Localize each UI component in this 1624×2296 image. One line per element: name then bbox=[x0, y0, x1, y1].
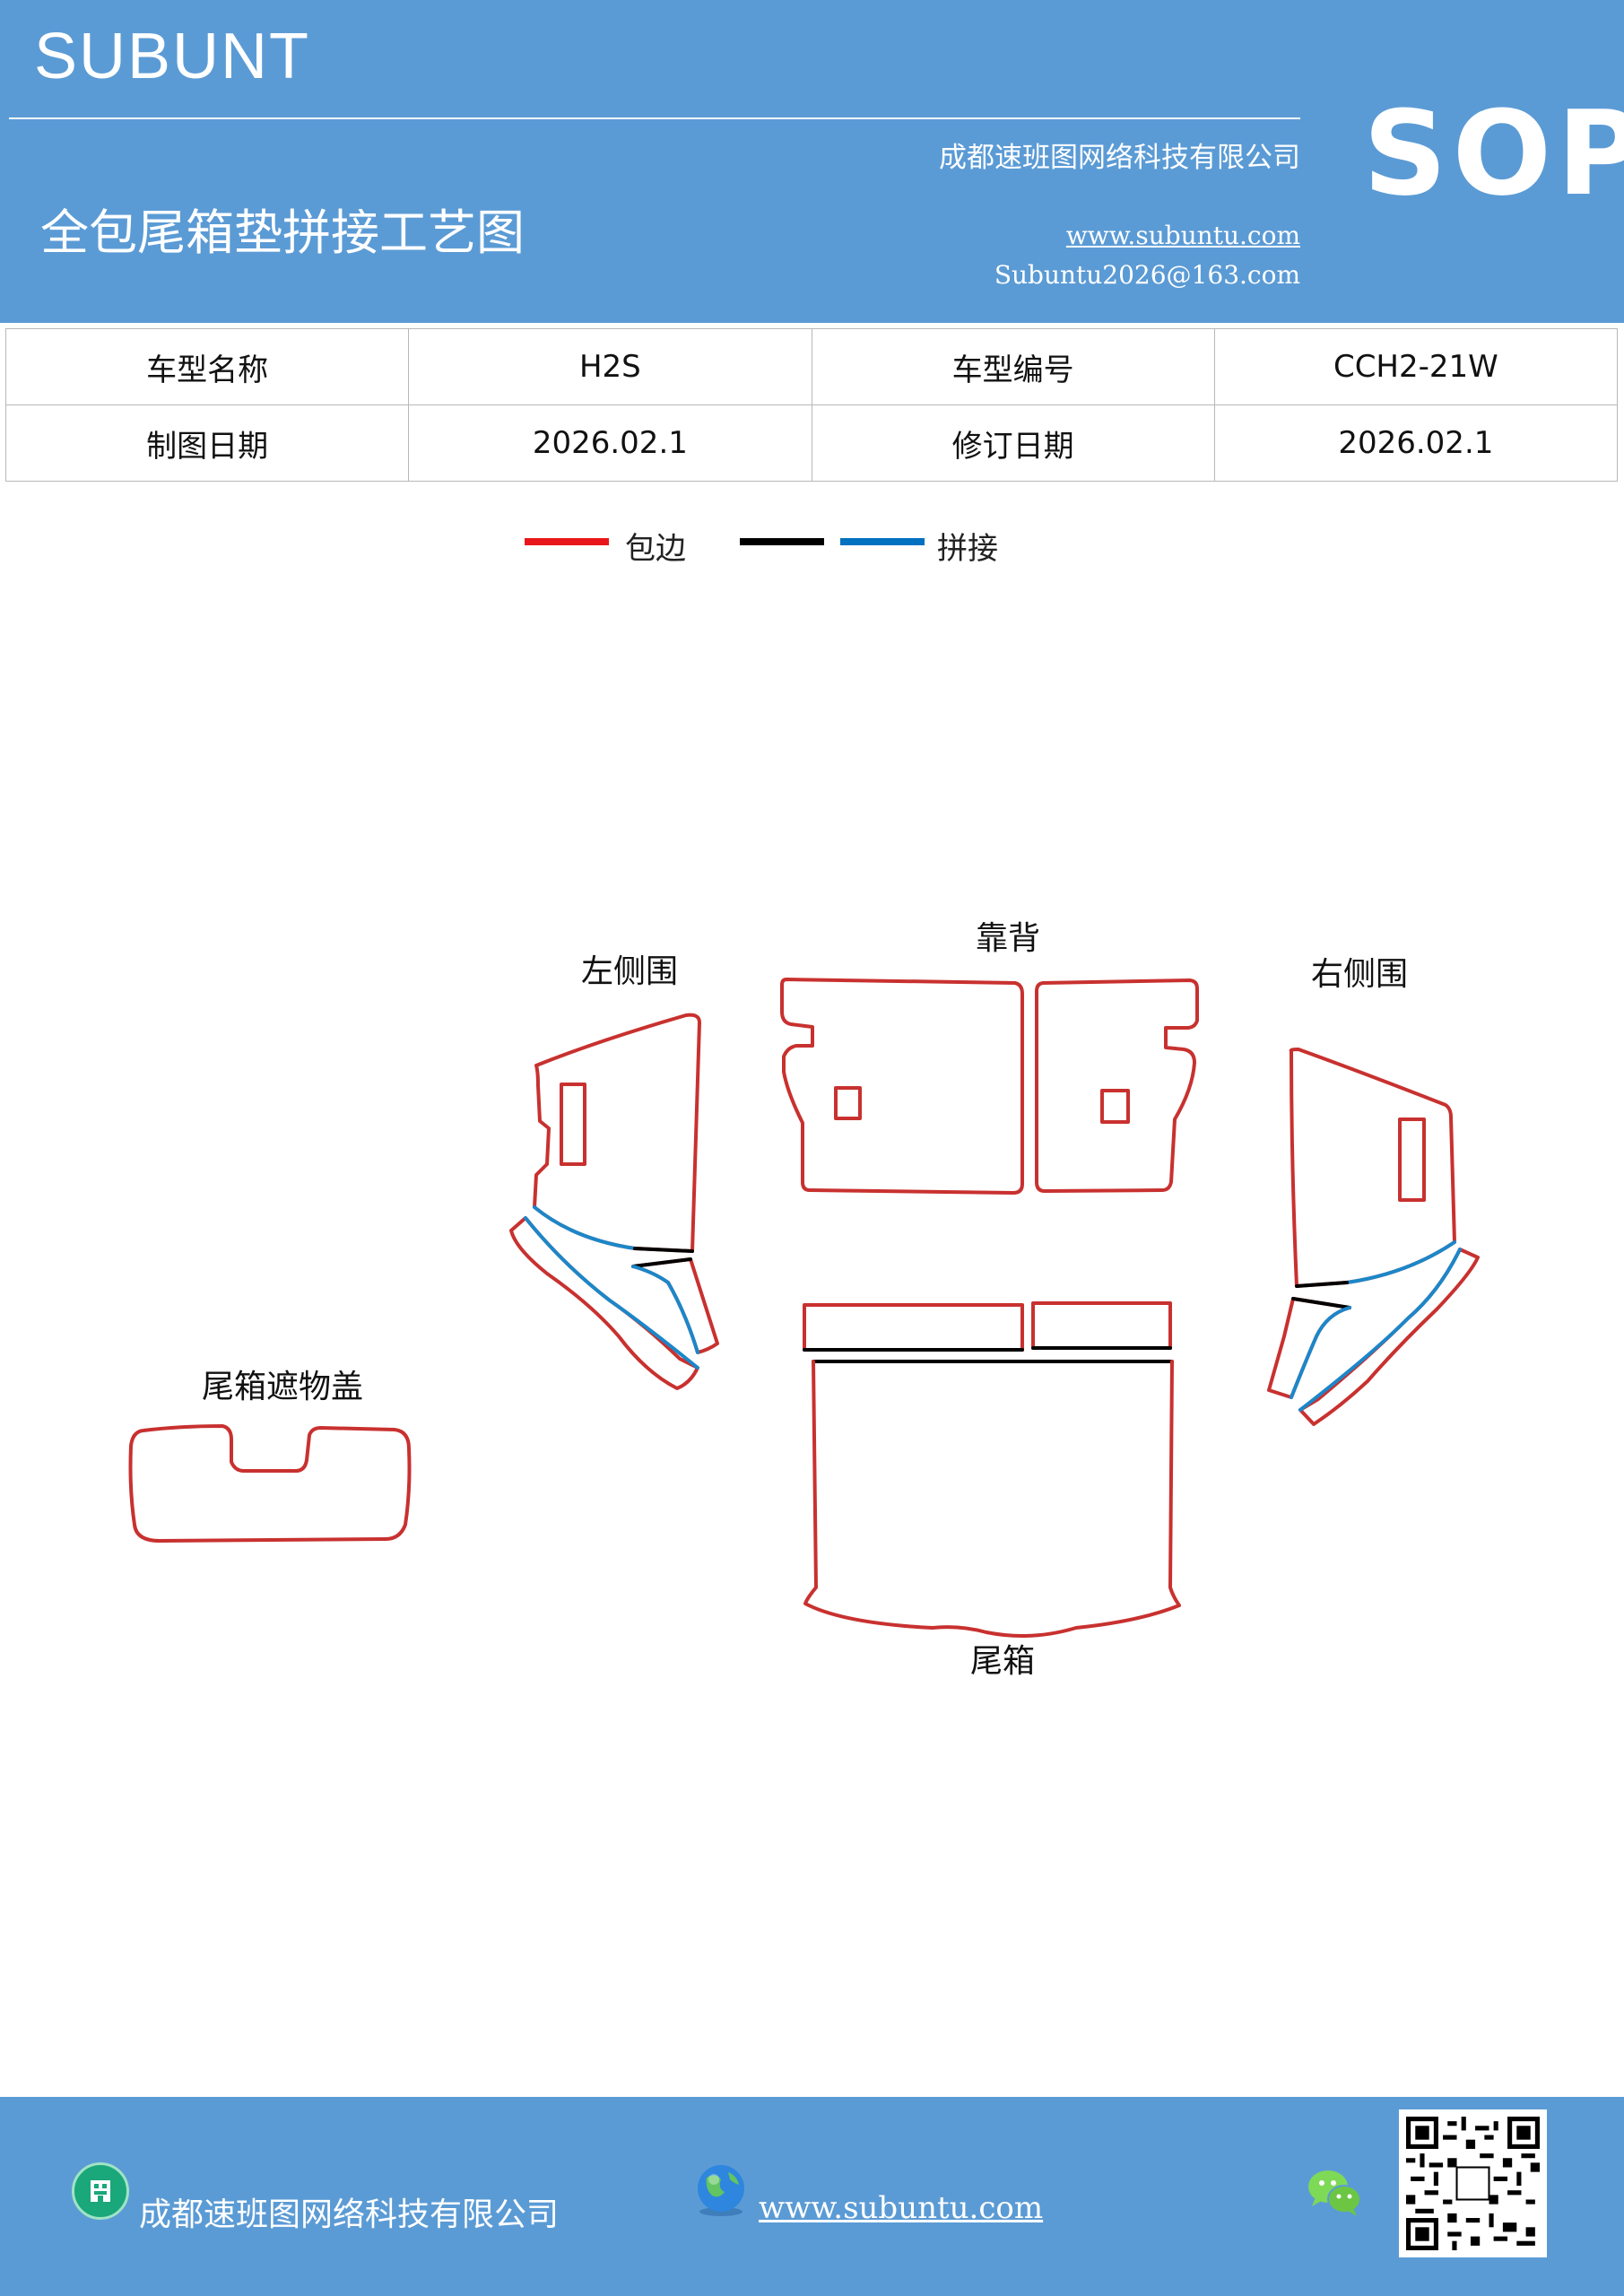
backrest-left-panel bbox=[780, 978, 1024, 1195]
header-company: 成都速班图网络科技有限公司 bbox=[939, 142, 1300, 174]
left-side-seam-black-1 bbox=[633, 1247, 694, 1253]
table-cell: CCH2-21W bbox=[1213, 328, 1619, 405]
left-side-seam-blue-2 bbox=[524, 1216, 699, 1370]
right-side-seam-black-2 bbox=[1291, 1297, 1351, 1309]
trunk-main bbox=[803, 1360, 1181, 1638]
left-side-seam-black-2 bbox=[631, 1257, 692, 1268]
legend-swatch-black bbox=[740, 538, 824, 545]
sop-badge: SOP bbox=[1363, 85, 1624, 222]
label-left-side: 左侧围 bbox=[581, 953, 678, 990]
right-side-upper bbox=[1289, 1048, 1456, 1288]
header-website-link[interactable]: www.subuntu.com bbox=[1065, 221, 1300, 250]
header-banner: SUBUNT SOP 成都速班图网络科技有限公司 全包尾箱垫拼接工艺图 www.… bbox=[0, 0, 1624, 323]
table-cell: 2026.02.1 bbox=[1213, 404, 1619, 482]
legend-swatch-red bbox=[525, 538, 609, 545]
vehicle-info-table: 车型名称 H2S 车型编号 CCH2-21W 制图日期 2026.02.1 修订… bbox=[4, 328, 1619, 482]
label-trunk-cover: 尾箱遮物盖 bbox=[202, 1369, 363, 1405]
wechat-icon[interactable] bbox=[1305, 2167, 1364, 2219]
footer-website-link[interactable]: www.subuntu.com bbox=[759, 2190, 1044, 2226]
backrest-right-hole bbox=[1100, 1089, 1130, 1124]
backrest-left-hole bbox=[834, 1086, 862, 1120]
right-side-seam-black-1 bbox=[1295, 1281, 1349, 1288]
building-icon bbox=[72, 2162, 129, 2220]
left-side-upper bbox=[533, 1013, 701, 1253]
header-divider bbox=[9, 117, 1300, 119]
trunk-strip-left bbox=[803, 1303, 1024, 1352]
table-row: 制图日期 2026.02.1 修订日期 2026.02.1 bbox=[4, 404, 1619, 482]
qr-code bbox=[1399, 2109, 1547, 2257]
footer-banner: 成都速班图网络科技有限公司 www.subuntu.com bbox=[0, 2097, 1624, 2296]
backrest-right-panel bbox=[1035, 978, 1199, 1193]
table-cell: 车型编号 bbox=[811, 328, 1215, 405]
label-right-side: 右侧围 bbox=[1311, 956, 1408, 993]
legend: 包边 拼接 bbox=[0, 520, 1624, 574]
document-title: 全包尾箱垫拼接工艺图 bbox=[40, 204, 525, 261]
legend-swatch-blue bbox=[840, 538, 925, 545]
trunk-cover bbox=[128, 1424, 412, 1543]
table-cell: H2S bbox=[408, 328, 812, 405]
label-trunk: 尾箱 bbox=[970, 1643, 1035, 1680]
left-side-lower-piece bbox=[631, 1257, 719, 1354]
right-side-hole bbox=[1398, 1118, 1426, 1202]
right-side-seam-blue-1 bbox=[1345, 1240, 1456, 1284]
legend-label-edge: 包边 bbox=[625, 531, 686, 567]
right-side-seam-blue-3 bbox=[1290, 1306, 1351, 1399]
table-row: 车型名称 H2S 车型编号 CCH2-21W bbox=[4, 328, 1619, 405]
right-side-seam-blue-2 bbox=[1298, 1248, 1462, 1412]
table-cell: 制图日期 bbox=[4, 404, 410, 482]
label-backrest: 靠背 bbox=[976, 920, 1040, 957]
left-side-hole bbox=[560, 1083, 586, 1166]
left-side-seam-blue-3 bbox=[631, 1265, 699, 1354]
footer-company: 成都速班图网络科技有限公司 bbox=[139, 2196, 560, 2233]
header-email: Subuntu2026@163.com bbox=[994, 260, 1300, 290]
globe-icon bbox=[698, 2165, 744, 2216]
legend-label-seam: 拼接 bbox=[937, 531, 998, 567]
table-cell: 车型名称 bbox=[4, 328, 410, 405]
table-cell: 2026.02.1 bbox=[408, 404, 812, 482]
trunk-strip-right bbox=[1031, 1301, 1172, 1350]
left-side-seam-blue-1 bbox=[533, 1205, 637, 1250]
table-cell: 修订日期 bbox=[811, 404, 1215, 482]
brand-name: SUBUNT bbox=[34, 21, 311, 92]
